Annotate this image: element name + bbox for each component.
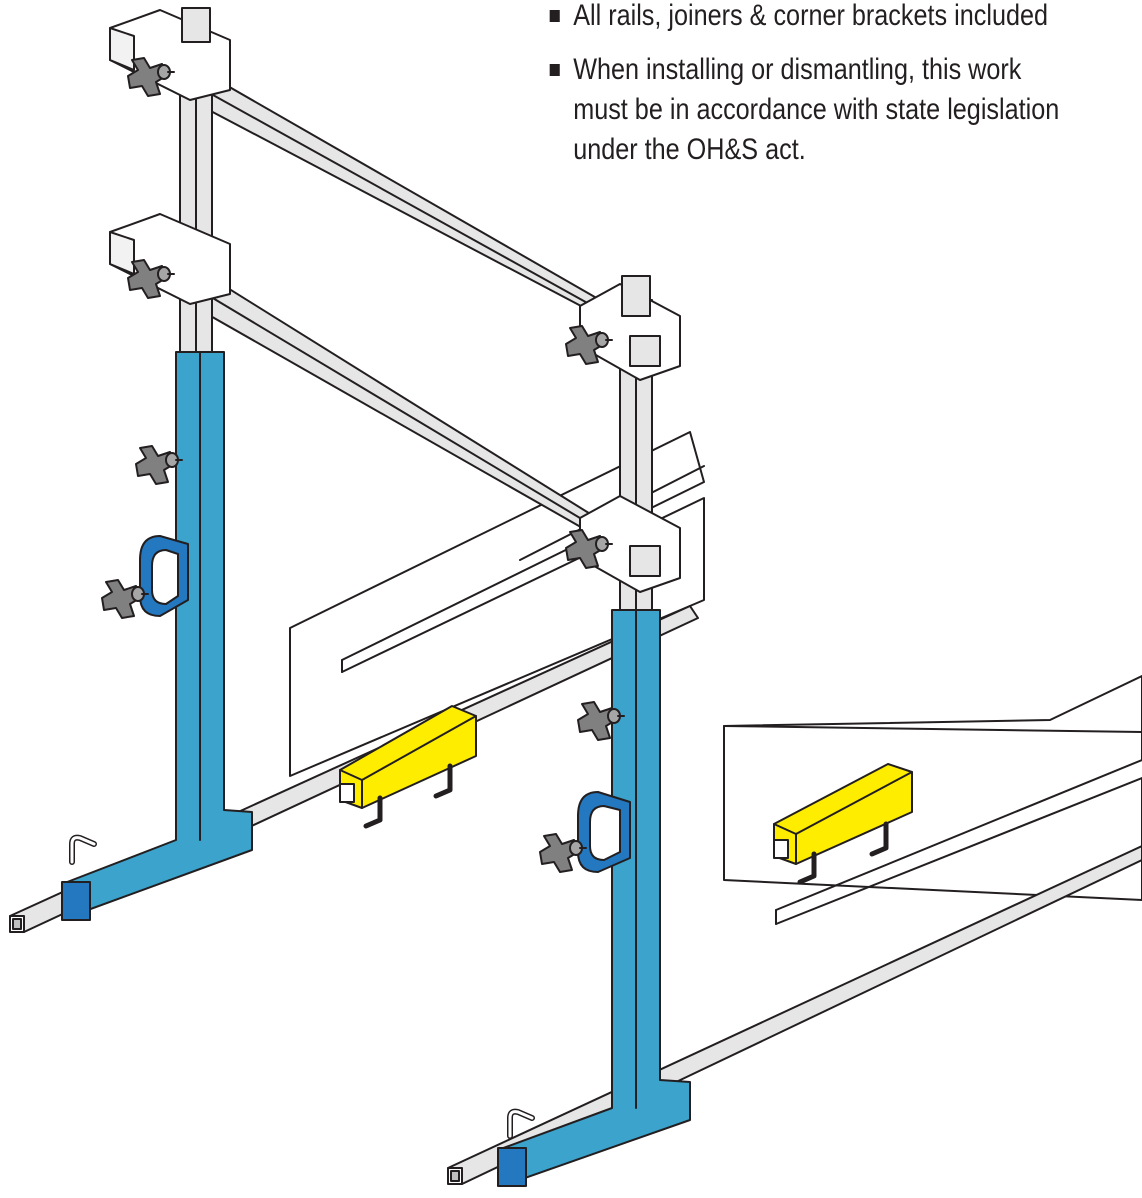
- note-line: must be in accordance with state legisla…: [573, 93, 1060, 126]
- stanchion-right: [497, 609, 691, 1187]
- notes-list: All rails, joiners & corner brackets inc…: [548, 0, 1069, 184]
- corner-bracket-mid-left: [109, 213, 231, 305]
- pin-icon: [869, 821, 889, 857]
- pin-icon: [72, 838, 94, 862]
- note-item: All rails, joiners & corner brackets inc…: [548, 0, 1069, 36]
- note-line: When installing or dismantling, this wor…: [573, 53, 1022, 86]
- pin-icon: [363, 795, 383, 829]
- top-rail-upper: [185, 61, 601, 317]
- bullet-icon: [549, 64, 560, 76]
- stanchion-left: [61, 351, 253, 921]
- note-line: under the OH&S act.: [573, 133, 806, 166]
- joiner-left: [339, 705, 477, 809]
- note-line: All rails, joiners & corner brackets inc…: [573, 0, 1049, 32]
- corner-bracket-top-left: [109, 7, 231, 101]
- handle-icon: [139, 535, 189, 617]
- pin-icon: [797, 851, 817, 885]
- joiner-right: [773, 763, 913, 865]
- handle-icon: [577, 791, 631, 873]
- pin-icon: [433, 763, 453, 799]
- post-left-grey: [179, 59, 213, 361]
- note-item: When installing or dismantling, this wor…: [548, 50, 1069, 170]
- concrete-edge-right: [723, 675, 1142, 925]
- top-rail-lower: [185, 261, 601, 539]
- bullet-icon: [549, 10, 560, 22]
- corner-bracket-top-right: [579, 275, 681, 381]
